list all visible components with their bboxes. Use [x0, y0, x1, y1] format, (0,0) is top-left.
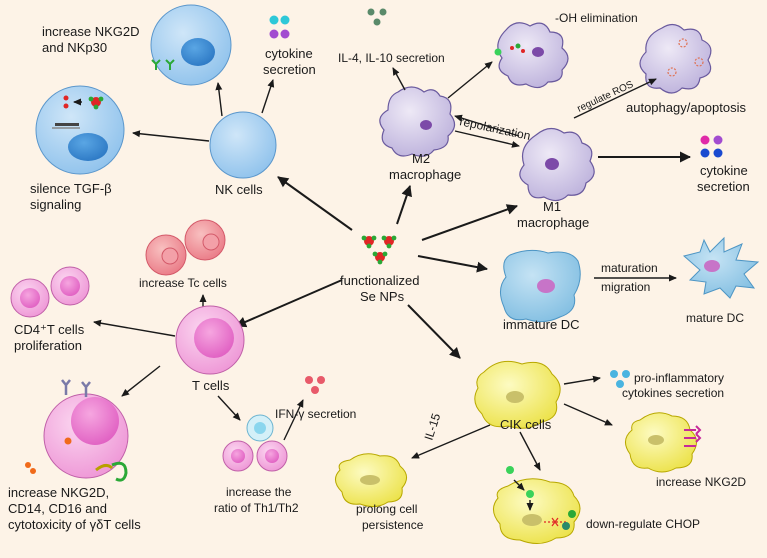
- cd4-label: CD4⁺T cells: [14, 322, 85, 337]
- arrow-tcell-gd: [121, 365, 161, 397]
- m1-cytokine-label-2: secretion: [697, 179, 750, 194]
- arrow-cik-nkg2d: [563, 403, 613, 426]
- persist-label-2: persistence: [362, 518, 424, 532]
- arrow-cik-proinfl: [563, 375, 601, 385]
- nk-cell: [209, 111, 277, 179]
- m1-cytokine-dots: [700, 135, 723, 158]
- nk-receptors-label-2: and NKp30: [42, 40, 107, 55]
- repolarization-label: repolarization: [458, 114, 531, 143]
- gd-label-2: CD14, CD16 and: [8, 501, 107, 516]
- m2-oh-cell: [494, 22, 569, 89]
- center-label: functionalized: [340, 273, 420, 288]
- center-label-2: Se NPs: [360, 289, 405, 304]
- arrow-m2-il: [392, 67, 406, 91]
- cik-persist-cell: [335, 453, 407, 508]
- nk-receptor-cell: [150, 4, 232, 86]
- arrow-center-nk: [277, 176, 353, 231]
- cik-nkg2d-label: increase NKG2D: [656, 475, 746, 489]
- mature-dc-label: mature DC: [686, 311, 744, 325]
- nk-cytokine-dots: [269, 15, 290, 39]
- maturation-label: maturation: [601, 261, 658, 275]
- m2-label-2: macrophage: [389, 167, 461, 182]
- arrow-nk-receptors: [215, 82, 223, 117]
- arrow-m2-oh: [447, 61, 493, 99]
- nk-tgf-cell: [35, 85, 125, 175]
- gd-label: increase NKG2D,: [8, 485, 109, 500]
- persist-label: prolong cell: [356, 502, 417, 516]
- apoptotic-cell: [639, 23, 712, 94]
- nk-cells-label: NK cells: [215, 182, 263, 197]
- arrow-repolar-back: [454, 114, 520, 137]
- arrow-tcell-ratio: [217, 395, 241, 421]
- receptor-icon: [61, 379, 91, 397]
- immature-dc-label: immature DC: [503, 317, 580, 332]
- arrow-nk-cytokine: [261, 79, 275, 114]
- cik-nkg2d-cell: [625, 412, 702, 473]
- chop-label: down-regulate CHOP: [586, 517, 700, 531]
- nk-cytokine-label-2: secretion: [263, 62, 316, 77]
- m2-label: M2: [412, 151, 430, 166]
- ifn-label: IFN-γ secretion: [275, 407, 356, 421]
- proinflammatory-dots: [610, 370, 630, 388]
- arrow-center-m1: [421, 204, 518, 241]
- tc-label: increase Tc cells: [139, 276, 227, 290]
- arrow-center-m2: [396, 185, 412, 225]
- arrow-ros: [573, 78, 657, 119]
- m1-label-2: macrophage: [517, 215, 589, 230]
- arrow-cik-persist: [411, 424, 491, 459]
- il15-label: IL-15: [422, 411, 444, 442]
- m1-label: M1: [543, 199, 561, 214]
- arrow-center-dc: [417, 255, 488, 273]
- migration-label: migration: [601, 280, 650, 294]
- ratio-label-2: ratio of Th1/Th2: [214, 501, 299, 515]
- gd-label-3: cytotoxicity of γδT cells: [8, 517, 141, 532]
- m2-secretion-dots: [367, 8, 387, 26]
- se-nanoparticles: [361, 235, 397, 265]
- arrow-nk-tgf: [132, 130, 210, 142]
- t-cell: [175, 305, 245, 375]
- proinfl-label-2: cytokines secretion: [622, 386, 724, 400]
- ifn-dots: [305, 376, 325, 394]
- gammadelta-t-cell: [25, 379, 129, 482]
- m1-macrophage: [519, 127, 595, 202]
- arrow-ratio-ifn: [283, 399, 304, 441]
- arrow-center-cik: [407, 304, 461, 359]
- arrow-cik-chop: [519, 431, 541, 471]
- tcells-label: T cells: [192, 378, 230, 393]
- immature-dc: [500, 249, 581, 323]
- oh-elimination-label: -OH elimination: [555, 11, 638, 25]
- tc-cells: [145, 219, 226, 276]
- arrow-tcell-cd4: [93, 319, 176, 337]
- m2-macrophage: [379, 86, 456, 157]
- arrow-center-tcell: [235, 279, 343, 328]
- m2-il-label: IL-4, IL-10 secretion: [338, 51, 445, 65]
- nk-receptors-label: increase NKG2D: [42, 24, 140, 39]
- cd4-label-2: proliferation: [14, 338, 82, 353]
- cd4-cells: [10, 266, 90, 318]
- cik-cell: [474, 360, 561, 429]
- proinfl-label: pro-inflammatory: [634, 371, 724, 385]
- mature-dc: [682, 236, 760, 299]
- arrow-repolar-fwd: [454, 130, 520, 148]
- nk-tgf-label-2: signaling: [30, 197, 81, 212]
- autophagy-label: autophagy/apoptosis: [626, 100, 746, 115]
- cik-chop-cell: [493, 466, 581, 544]
- receptor-icon: [684, 425, 702, 447]
- nk-cytokine-label: cytokine: [265, 46, 313, 61]
- receptor-icon: [151, 59, 175, 70]
- cik-label: CIK cells: [500, 417, 552, 432]
- nk-tgf-label: silence TGF-β: [30, 181, 112, 196]
- m1-cytokine-label: cytokine: [700, 163, 748, 178]
- ratio-label: increase the: [226, 485, 292, 499]
- th-cells: [222, 414, 288, 472]
